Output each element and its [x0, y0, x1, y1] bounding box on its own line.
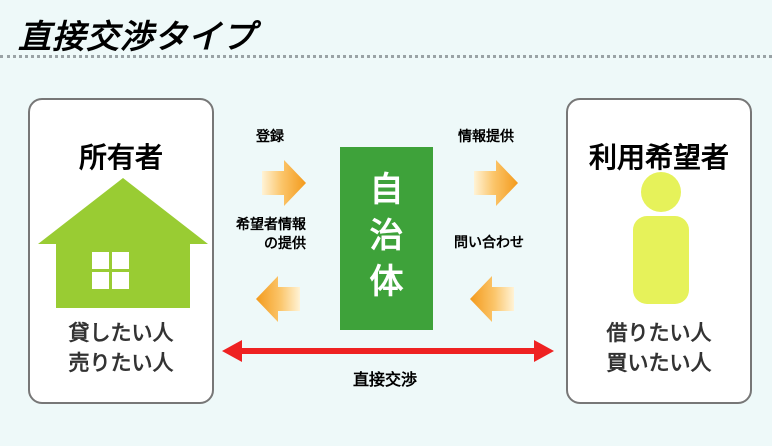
owner-title: 所有者 — [78, 141, 163, 174]
owner-info-provide-line1: 希望者情報 — [236, 217, 306, 233]
inquiry-arrow-icon — [470, 276, 514, 322]
owner-caption-line2: 売りたい人 — [68, 351, 174, 375]
municipality-label: 自 治 体 — [340, 167, 433, 305]
register-arrow-icon — [262, 160, 306, 206]
page-title: 直接交渉タイプ — [18, 17, 256, 56]
user-caption-line1: 借りたい人 — [606, 321, 712, 345]
direct-negotiation-label: 直接交渉 — [352, 370, 417, 389]
register-label: 登録 — [256, 129, 284, 145]
user-caption-line2: 買いたい人 — [606, 351, 712, 375]
owner-caption-line1: 貸したい人 — [68, 321, 174, 345]
user-panel: 利用希望者 借りたい人 買いたい人 — [566, 98, 752, 404]
owner-caption: 貸したい人 売りたい人 — [30, 318, 212, 378]
municipality-char-2: 治 — [369, 216, 404, 256]
owner-info-provide-line2: の提供 — [264, 236, 306, 252]
info-provide-arrow-icon — [256, 276, 300, 322]
municipality-char-3: 体 — [369, 262, 404, 302]
owner-panel: 所有者 貸したい人 売りたい人 — [28, 98, 214, 404]
house-icon — [38, 178, 208, 308]
owner-info-provide-label: 希望者情報 の提供 — [236, 216, 306, 254]
inquiry-label: 問い合わせ — [454, 235, 524, 251]
title-divider — [0, 55, 772, 58]
municipality-char-1: 自 — [369, 170, 404, 210]
info-offer-label: 情報提供 — [458, 129, 514, 145]
person-icon — [633, 172, 689, 304]
info-offer-arrow-icon — [474, 160, 518, 206]
municipality-box: 自 治 体 — [340, 147, 433, 330]
user-caption: 借りたい人 買いたい人 — [568, 318, 750, 378]
direct-negotiation-arrow-icon — [222, 340, 554, 362]
user-title: 利用希望者 — [588, 141, 729, 174]
